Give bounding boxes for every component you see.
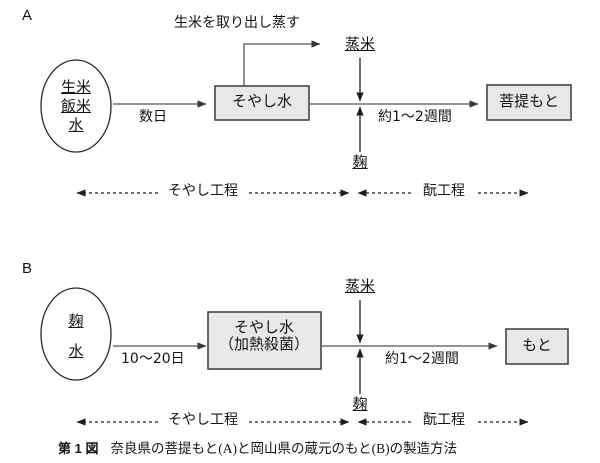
panel-b-source-node: 麹 水	[68, 310, 83, 363]
panel-b-graphics	[40, 287, 569, 426]
panel-b-letter: B	[22, 260, 33, 277]
panel-a-letter: A	[22, 7, 33, 24]
panel-a-bottom-input-label: 麹	[352, 153, 368, 171]
panel-b-process-line-2: （加熱殺菌）	[218, 334, 310, 353]
panel-b-bottom-input-label: 麹	[352, 395, 368, 413]
panel-a-stage-2-label: 酛工程	[418, 183, 470, 200]
panel-b-process-box	[207, 311, 322, 370]
panel-a-stage-1-label: そやし工程	[163, 183, 243, 200]
panel-b-source-line-2: 水	[68, 342, 84, 361]
panel-b-stage-2-label: 酛工程	[418, 412, 470, 429]
panel-a-top-input-label: 蒸米	[344, 35, 376, 53]
panel-a-graphics	[40, 40, 572, 197]
panel-a-edge-2-label: 約1〜2週間	[378, 109, 452, 125]
panel-b-result-box	[505, 328, 569, 365]
panel-a-result-box-label: 菩提もと	[499, 92, 559, 110]
panel-b-edge-1-label: 10〜20日	[121, 351, 185, 367]
panel-b-result-box-label: もと	[522, 336, 552, 354]
figure-caption: 第 1 図奈良県の菩提もと(A)と岡山県の蔵元のもと(B)の製造方法	[58, 441, 457, 457]
panel-b-process-line-1: そやし水	[233, 318, 295, 336]
figure-caption-number: 第 1 図	[58, 441, 99, 456]
panel-a-source-line-3: 水	[68, 116, 84, 135]
panel-a-source-line-2: 飯米	[60, 96, 92, 115]
figure-caption-text: 奈良県の菩提もと(A)と岡山県の蔵元のもと(B)の製造方法	[110, 441, 458, 456]
panel-b-top-input-label: 蒸米	[344, 277, 376, 295]
panel-a-edge-1-label: 数日	[139, 109, 167, 125]
panel-a-source-ellipse	[40, 59, 112, 153]
panel-b-edge-2-label: 約1〜2週間	[385, 351, 459, 367]
panel-b-source-line-1: 麹	[68, 311, 84, 330]
panel-a-source-line-1: 生米	[60, 77, 92, 96]
panel-a-process-box-label: そやし水	[231, 92, 293, 110]
panel-b-source-ellipse	[40, 287, 112, 381]
panel-a-result-box	[486, 84, 572, 121]
panel-a-branch-label: 生米を取り出し蒸す	[174, 15, 300, 31]
panel-b-stage-1-label: そやし工程	[163, 412, 243, 429]
panel-a-source-node: 生米 飯米 水	[61, 76, 91, 136]
panel-b-process-box-label: そやし水 （加熱殺菌）	[219, 319, 309, 353]
panel-a-process-box	[214, 85, 310, 121]
panel-a-branch-arrow	[243, 40, 321, 86]
